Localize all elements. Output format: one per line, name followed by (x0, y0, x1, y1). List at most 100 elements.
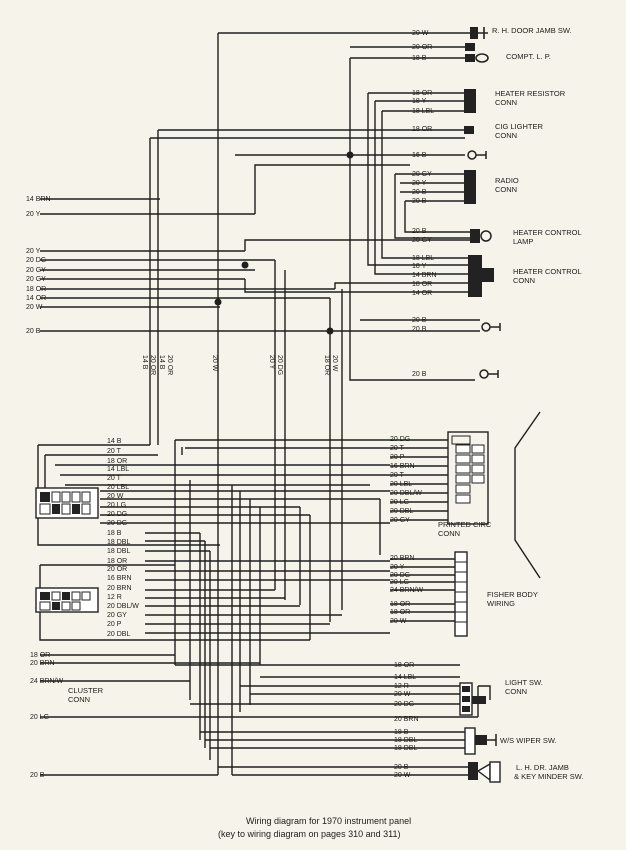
lightsw-labels-wire-label: 14 LBL (394, 674, 416, 681)
caption-line-1: Wiring diagram for 1970 instrument panel (246, 816, 411, 826)
wiper-sw-label: W/S WIPER SW. (500, 736, 557, 745)
heater-lamp-label-2: LAMP (513, 237, 533, 246)
vertical-labels-wire-label: 14 B (158, 355, 165, 370)
vertical-labels-wire-label: 20 Y (268, 355, 275, 370)
wiper-labels-wire-label: 18 B (394, 729, 409, 736)
top-right-labels-wire-label: 20 B (412, 228, 427, 235)
door-jamb-label: R. H. DOOR JAMB SW. (492, 26, 572, 35)
fisher-body-label-1: FISHER BODY (487, 590, 538, 599)
compt-lamp-symbol (465, 53, 489, 63)
fisher-labels-wire-label: 20 LG (390, 579, 409, 586)
lower-left-labels-wire-label: 18 OR (30, 652, 50, 659)
top-right-labels-wire-label: 20 W (412, 30, 429, 37)
vertical-labels-wire-label: 18 OR (323, 355, 330, 375)
top-left-labels-wire-label: 20 Y (26, 211, 41, 218)
fisher-labels-wire-label: 20 Y (390, 564, 405, 571)
top-right-labels-wire-label: 14 BRN (412, 272, 437, 279)
cluster-labels-wire-label: 20 LBL (107, 484, 129, 491)
component-labels: R. H. DOOR JAMB SW. COMPT. L. P. HEATER … (68, 26, 583, 781)
printed-labels-wire-label: 20 P (390, 454, 405, 461)
lh-jamb-label-1: L. H. DR. JAMB (516, 763, 569, 772)
printed-labels-wire-label: 16 BRN (390, 463, 415, 470)
lightsw-labels-wire-label: 20 BRN (394, 716, 419, 723)
printed-circ-label-2: CONN (438, 529, 460, 538)
cluster-labels-wire-label: 18 OR (107, 558, 127, 565)
top-left-labels-wire-label: 14 BRN (26, 196, 51, 203)
printed-labels-wire-label: 20 DBL/W (390, 490, 422, 497)
top-right-labels-wire-label: 20 OR (412, 44, 432, 51)
cluster-label-2: CONN (68, 695, 90, 704)
cluster-labels-wire-label: 20 P (107, 621, 122, 628)
printed-labels-wire-label: 20 DBL (390, 508, 413, 515)
fisher-body-label-2: WIRING (487, 599, 515, 608)
heater-conn-label-2: CONN (513, 276, 535, 285)
top-right-labels-wire-label: 20 B (412, 189, 427, 196)
compt-lp-connector (465, 43, 475, 51)
vertical-labels-wire-label: 20 OR (149, 355, 156, 375)
heater-conn-label-1: HEATER CONTROL (513, 267, 582, 276)
cig-lighter-label-2: CONN (495, 131, 517, 140)
printed-labels-wire-label: 20 T (390, 472, 405, 479)
cluster-labels-wire-label: 18 OR (107, 458, 127, 465)
lightsw-labels-wire-label: 20 DG (394, 701, 414, 708)
top-left-labels-wire-label: 14 OR (26, 295, 46, 302)
top-right-labels-wire-label: 18 Y (412, 98, 427, 105)
top-right-labels-wire-label: 18 OR (412, 126, 432, 133)
top-right-labels-wire-label: 20 B (412, 326, 427, 333)
light-sw-label-1: LIGHT SW. (505, 678, 543, 687)
top-right-labels-wire-label: 20 B (412, 371, 427, 378)
lightsw-labels-wire-label: 20 W (394, 691, 411, 698)
lower-left-labels-wire-label: 20 B (30, 772, 45, 779)
lower-left-labels-wire-label: 20 BRN (30, 660, 55, 667)
radio-label-1: RADIO (495, 176, 519, 185)
light-sw-label-2: CONN (505, 687, 527, 696)
cluster-labels-wire-label: 18 DBL (107, 539, 130, 546)
top-right-labels-wire-label: 20 Y (412, 180, 427, 187)
vertical-labels-wire-label: 20 W (331, 355, 338, 372)
heater-resistor-connector (464, 89, 476, 113)
top-left-labels-wire-label: 20 GY (26, 276, 46, 283)
radio-label-2: CONN (495, 185, 517, 194)
fisher-labels-wire-label: 20 DG (390, 572, 410, 579)
vertical-labels-wire-label: 14 B (141, 355, 148, 370)
heater-resistor-label-1: HEATER RESISTOR (495, 89, 566, 98)
cluster-labels-wire-label: 18 B (107, 530, 122, 537)
lower-left-labels-wire-label: 20 LG (30, 714, 49, 721)
top-right-labels-wire-label: 18 Y (412, 263, 427, 270)
cluster-connector-upper (35, 487, 99, 519)
fisher-labels-wire-label: 18 OR (390, 601, 410, 608)
wiper-switch-symbol (464, 727, 497, 755)
ground-symbol-2 (481, 322, 501, 332)
cluster-labels-wire-label: 20 OR (107, 566, 127, 573)
top-right-labels-wire-label: 20 B (412, 198, 427, 205)
heater-lamp-label-1: HEATER CONTROL (513, 228, 582, 237)
top-right-labels-wire-label: 18 LBL (412, 108, 434, 115)
cluster-labels-wire-label: 20 DG (107, 511, 127, 518)
vertical-labels-wire-label: 20 DG (276, 355, 283, 375)
ground-symbol-1 (467, 150, 487, 160)
top-right-labels-wire-label: 20 B (412, 317, 427, 324)
printed-circ-connector (447, 431, 489, 525)
top-right-labels-wire-label: 20 GY (412, 171, 432, 178)
cig-lighter-connector (464, 126, 474, 134)
top-right-labels-wire-label: 14 OR (412, 290, 432, 297)
cluster-labels-wire-label: 16 BRN (107, 575, 132, 582)
cluster-label-1: CLUSTER (68, 686, 104, 695)
cluster-labels-wire-label: 20 T (107, 448, 122, 455)
wire-bundle (37, 32, 491, 776)
lhjamb-labels-wire-label: 20 W (394, 772, 411, 779)
top-right-labels-wire-label: 18 B (412, 55, 427, 62)
lightsw-labels-wire-label: 12 R (394, 683, 409, 690)
top-left-labels-wire-label: 20 DG (26, 257, 46, 264)
top-left-labels-wire-label: 18 OR (26, 286, 46, 293)
cluster-labels-wire-label: 20 DBL (107, 631, 130, 638)
cluster-labels-wire-label: 14 B (107, 438, 122, 445)
lightsw-labels-wire-label: 18 OR (394, 662, 414, 669)
ground-symbol-3 (479, 369, 499, 379)
top-left-labels-wire-label: 20 GY (26, 267, 46, 274)
fisher-labels-wire-label: 20 W (390, 618, 407, 625)
lower-left-labels-wire-label: 24 BRN/W (30, 678, 63, 685)
cluster-labels-wire-label: 20 GY (107, 612, 127, 619)
